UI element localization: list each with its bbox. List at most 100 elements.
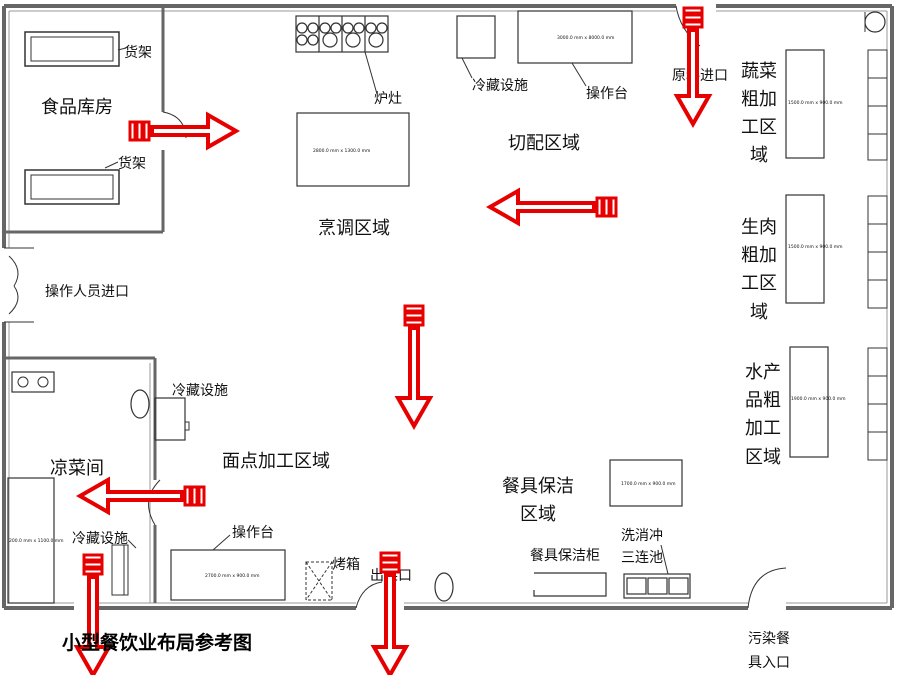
arrow-pastry-to-cold [75,476,206,516]
tableware-cabinet-label: 餐具保洁柜 [530,548,600,564]
meat-table-dim: 1500.0 mm x 900.0 mm [788,244,843,250]
arrow-cold-out-down-tail-bar [82,553,104,562]
shelf-top [24,31,120,67]
cooking-table [296,112,410,187]
cold-room-fridge [111,544,129,596]
sea-table-dim: 1900.0 mm x 900.0 mm [791,396,846,402]
cold-table-dim: 200.0 mm x 1100.0 mm [9,538,64,544]
shelf-label-bottom: 货架 [118,155,146,172]
cold-room-table [7,477,55,604]
zone-cooking: 烹调区域 [318,218,390,239]
cold-room-sink [11,371,55,393]
zone-meat-2: 粗加 [741,245,777,266]
zone-cold-dish: 凉菜间 [50,458,104,479]
pastry-refrigeration-label: 冷藏设施 [172,383,228,399]
arrow-cold-out-down [73,553,113,675]
zone-meat-3: 工区 [741,273,777,294]
arrow-pastry-to-cold-tail-bar [183,485,192,507]
pastry-worktable [170,549,286,601]
zone-tableware-1: 餐具保洁 [502,476,574,497]
stove-label: 炉灶 [374,91,402,107]
arrow-cold-out-down-tail-bar [82,560,104,569]
arrow-cutting-to-cooking-tail-bar [595,196,604,218]
cook-table-dim: 2800.0 mm x 1300.0 mm [313,148,370,154]
arrow-exit-down-tail-bar [379,565,401,574]
clean-table-dim: 1700.0 mm x 900.0 mm [621,481,676,487]
zone-pastry: 面点加工区域 [222,451,330,472]
staff-entry-door [4,247,34,323]
zone-veg-2: 粗加 [741,89,777,110]
arrow-exit-down-shape [370,573,410,675]
diagram-caption: 小型餐饮业布局参考图 [62,632,253,654]
arrow-cutting-to-cooking-shape [485,187,596,227]
washbasin-bottom [434,572,454,602]
outer-walls [2,4,894,610]
work-table-dim: 2700.0 mm x 900.0 mm [205,573,260,579]
arrow-cutting-to-cooking-tail-bar [602,196,611,218]
veg-table [785,49,825,159]
arrow-raw-entry-down-tail-bar [682,6,704,15]
veg-table-dim: 1500.0 mm x 900.0 mm [788,100,843,106]
raw-entry-label: 原料进口 [672,68,728,84]
arrow-storage-out-shape [150,111,241,151]
arrow-cooking-down-tail-bar [403,318,425,327]
zone-sea-1: 水产 [745,362,781,383]
flow-arrows [73,6,713,675]
zone-meat-1: 生肉 [741,217,777,238]
arrow-cooking-down-shape [394,326,434,431]
zone-cutting: 切配区域 [508,133,580,154]
dirty-entry-label-2: 具入口 [748,655,790,671]
pastry-fridge [154,397,186,441]
washbasin-left [130,389,150,419]
arrow-exit-down-tail-bar [379,558,401,567]
arrow-exit-down-tail-bar [379,551,401,560]
right-sinks [867,49,888,461]
top-fridge [456,15,496,59]
zone-tableware-2: 区域 [520,504,556,525]
arrow-cooking-down [394,304,434,431]
top-worktable [517,10,633,64]
seafood-table [789,346,829,458]
clean-table [609,459,683,507]
arrow-cooking-down-tail-bar [403,311,425,320]
arrow-raw-entry-down-tail-bar [682,13,704,22]
meat-table [785,194,825,304]
top-worktable-label: 操作台 [586,86,628,102]
arrow-raw-entry-down-shape [673,28,713,129]
arrow-cooking-down-tail-bar [403,304,425,313]
zone-veg-4: 域 [750,145,768,166]
zone-veg-3: 工区 [741,117,777,138]
zone-veg-1: 蔬菜 [741,61,777,82]
oven [305,561,333,601]
zone-meat-4: 域 [750,302,768,323]
staff-entry-label: 操作人员进口 [45,284,129,300]
arrow-raw-entry-down-tail-bar [682,20,704,29]
triple-sink-label-1: 洗消冲 [621,528,663,544]
cold-dish-room [4,356,157,603]
shelf-bottom [24,169,120,205]
oven-label: 烤箱 [332,557,360,573]
zone-sea-3: 加工 [745,418,781,439]
tableware-cabinet [533,572,607,597]
dirty-entry-door [747,567,787,609]
washbasin-top-right [864,11,886,33]
arrow-cutting-to-cooking-tail-bar [609,196,618,218]
dirty-entry-label-1: 污染餐 [748,631,790,647]
zone-food-storage: 食品库房 [41,97,113,118]
arrow-storage-out-tail-bar [128,120,137,142]
top-refrigeration-label: 冷藏设施 [472,78,528,94]
arrow-pastry-to-cold-tail-bar [197,485,206,507]
pastry-worktable-label: 操作台 [232,525,274,541]
arrow-cutting-to-cooking [485,187,618,227]
cold-room-refrigeration-label: 冷藏设施 [72,531,128,547]
triple-sink-label-2: 三连池 [621,550,663,566]
top-table-dim: 3000.0 mm x 8000.0 mm [557,35,614,41]
exit-door [355,581,383,609]
arrow-cold-out-down-shape [73,575,113,675]
arrow-raw-entry-down [673,6,713,129]
arrow-pastry-to-cold-tail-bar [190,485,199,507]
zone-sea-4: 区域 [745,447,781,468]
arrow-storage-out-tail-bar [135,120,144,142]
zone-sea-2: 品粗 [745,390,781,411]
food-storage-room [4,6,165,234]
